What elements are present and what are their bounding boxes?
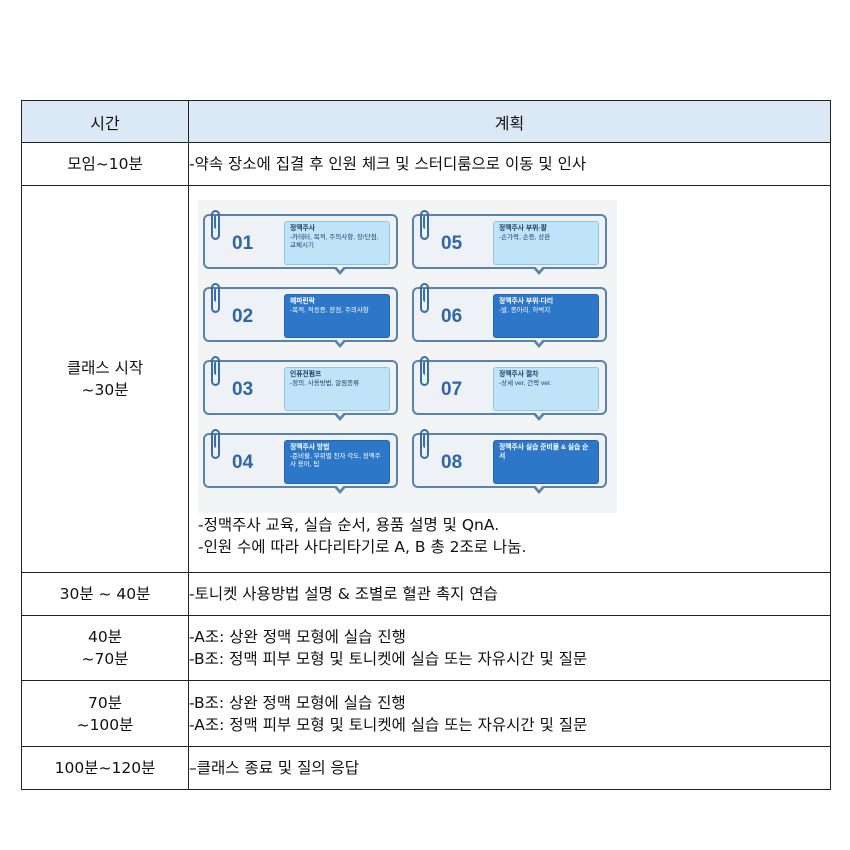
plan-text: -B조: 정맥 피부 모형 및 토니켓에 실습 또는 자유시간 및 질문	[189, 650, 588, 668]
step-content-box: 인퓨전펌프-정의, 사용방법, 알림종류	[284, 367, 390, 411]
plan-text: -인원 수에 따라 사다리타기로 A, B 총 2조로 나눔.	[198, 538, 527, 556]
speech-pointer	[333, 411, 347, 421]
time-text: ~70분	[81, 650, 129, 668]
speech-pointer	[333, 338, 347, 348]
paperclip-icon	[420, 429, 429, 459]
step-number: 06	[441, 306, 463, 327]
step-content-box: 정맥주사-카테터, 목적, 주의사항, 장/단점, 교체시기	[284, 221, 390, 265]
time-text: 40분	[88, 628, 122, 646]
plan-text: -A조: 정맥 피부 모형 및 토니켓에 실습 또는 자유시간 및 질문	[189, 715, 588, 734]
step-title: 정맥주사 방법	[290, 444, 330, 451]
course-step-card: 01 정맥주사-카테터, 목적, 주의사항, 장/단점, 교체시기	[203, 210, 398, 275]
step-number: 03	[232, 379, 254, 400]
paperclip-icon	[211, 210, 220, 240]
time-cell: 70분 ~100분	[21, 680, 189, 747]
step-title: 정맥주사 부위-다리	[499, 298, 554, 305]
speech-pointer	[333, 265, 347, 275]
step-content-box: 헤파린락-목적, 적응증, 장점, 주의사항	[284, 294, 390, 338]
step-description: -카테터, 목적, 주의사항, 장/단점, 교체시기	[290, 233, 379, 250]
paperclip-icon	[420, 210, 429, 240]
step-number: 07	[441, 379, 463, 400]
time-text: ~100분	[76, 715, 134, 734]
plan-cell: –클래스 종료 및 질의 응답	[188, 746, 831, 790]
plan-text: -A조: 상완 정맥 모형에 실습 진행	[189, 628, 406, 646]
table-row: 40분 ~70분 -A조: 상완 정맥 모형에 실습 진행 -B조: 정맥 피부…	[21, 615, 831, 681]
step-title: 정맥주사 절차	[499, 371, 539, 378]
time-text: 30분 ~ 40분	[59, 585, 151, 603]
class-plan-table: 시간 계획 모임~10분 -약속 장소에 집결 후 인원 체크 및 스터디룸으로…	[21, 100, 831, 790]
course-step-card: 03 인퓨전펌프-정의, 사용방법, 알림종류	[203, 356, 398, 421]
table-row: 클래스 시작 ~30분 01 정맥주사-카테터, 목적, 주의사항, 장/단점, …	[21, 185, 831, 573]
plan-cell: -A조: 상완 정맥 모형에 실습 진행 -B조: 정맥 피부 모형 및 토니켓…	[188, 615, 831, 681]
time-text: ~30분	[81, 381, 129, 399]
paperclip-icon	[420, 283, 429, 313]
course-step-card: 06 정맥주사 부위-다리-발, 종아리, 허벅지	[412, 283, 607, 348]
course-step-card: 04 정맥주사 방법-준비물, 부위별 천자 각도, 정맥주사 용어, 팁	[203, 429, 398, 494]
step-number: 04	[232, 452, 254, 473]
header-row: 시간 계획	[21, 100, 831, 143]
step-title: 정맥주사	[290, 225, 316, 232]
plan-cell: -B조: 상완 정맥 모형에 실습 진행 -A조: 정맥 피부 모형 및 토니켓…	[188, 680, 831, 747]
step-description: -준비물, 부위별 천자 각도, 정맥주사 용어, 팁	[290, 452, 381, 469]
time-text: 70분	[88, 693, 122, 712]
time-cell: 30분 ~ 40분	[21, 572, 189, 616]
step-content-box: 정맥주사 부위-팔-손가락, 손등, 상완	[493, 221, 599, 265]
header-time: 시간	[21, 100, 189, 143]
step-content-box: 정맥주사 절차-상세 ver, 간략 ver.	[493, 367, 599, 411]
step-description: -정의, 사용방법, 알림종류	[290, 379, 360, 387]
time-text: 100분~120분	[54, 759, 156, 777]
course-step-card: 05 정맥주사 부위-팔-손가락, 손등, 상완	[412, 210, 607, 275]
paperclip-icon	[211, 283, 220, 313]
plan-cell: -토니켓 사용방법 설명 & 조별로 혈관 촉지 연습	[188, 572, 831, 616]
step-title: 헤파린락	[290, 298, 316, 305]
table-row: 70분 ~100분 -B조: 상완 정맥 모형에 실습 진행 -A조: 정맥 피…	[21, 680, 831, 747]
step-description: -목적, 적응증, 장점, 주의사항	[290, 306, 369, 314]
course-step-card: 02 헤파린락-목적, 적응증, 장점, 주의사항	[203, 283, 398, 348]
time-cell: 100분~120분	[21, 746, 189, 790]
iv-course-infographic: 01 정맥주사-카테터, 목적, 주의사항, 장/단점, 교체시기 02 헤파린락-목…	[198, 200, 617, 513]
step-content-box: 정맥주사 부위-다리-발, 종아리, 허벅지	[493, 294, 599, 338]
speech-pointer	[532, 265, 546, 275]
speech-pointer	[532, 411, 546, 421]
time-cell: 모임~10분	[21, 142, 189, 186]
course-step-card: 08 정맥주사 실습 준비물 & 실습 순서	[412, 429, 607, 494]
time-text: 클래스 시작	[66, 359, 144, 377]
step-description: -손가락, 손등, 상완	[499, 233, 551, 241]
step-number: 01	[232, 233, 254, 254]
course-step-card: 07 정맥주사 절차-상세 ver, 간략 ver.	[412, 356, 607, 421]
table-row: 30분 ~ 40분 -토니켓 사용방법 설명 & 조별로 혈관 촉지 연습	[21, 572, 831, 616]
step-title: 정맥주사 부위-팔	[499, 225, 547, 232]
speech-pointer	[532, 484, 546, 494]
speech-pointer	[333, 484, 347, 494]
step-number: 05	[441, 233, 463, 254]
time-text: 모임~10분	[67, 155, 143, 173]
time-cell: 40분 ~70분	[21, 615, 189, 681]
plan-cell: 01 정맥주사-카테터, 목적, 주의사항, 장/단점, 교체시기 02 헤파린락-목…	[188, 185, 831, 573]
step-content-box: 정맥주사 방법-준비물, 부위별 천자 각도, 정맥주사 용어, 팁	[284, 440, 390, 484]
table-row: 모임~10분 -약속 장소에 집결 후 인원 체크 및 스터디룸으로 이동 및 …	[21, 142, 831, 186]
step-title: 정맥주사 실습 준비물 & 실습 순서	[499, 444, 589, 460]
paperclip-icon	[211, 356, 220, 386]
plan-text: -B조: 상완 정맥 모형에 실습 진행	[189, 693, 406, 712]
step-content-box: 정맥주사 실습 준비물 & 실습 순서	[493, 440, 599, 484]
speech-pointer	[532, 338, 546, 348]
time-cell: 클래스 시작 ~30분	[21, 185, 189, 573]
paperclip-icon	[420, 356, 429, 386]
header-plan: 계획	[188, 100, 831, 143]
step-number: 08	[441, 452, 463, 473]
plan-text: –클래스 종료 및 질의 응답	[189, 759, 360, 777]
paperclip-icon	[211, 429, 220, 459]
step-description: -상세 ver, 간략 ver.	[499, 379, 552, 387]
plan-text: -토니켓 사용방법 설명 & 조별로 혈관 촉지 연습	[189, 585, 498, 603]
step-description: -발, 종아리, 허벅지	[499, 306, 551, 314]
table-row: 100분~120분 –클래스 종료 및 질의 응답	[21, 746, 831, 790]
plan-text: -정맥주사 교육, 실습 순서, 용품 설명 및 QnA.	[198, 516, 500, 534]
step-title: 인퓨전펌프	[290, 371, 322, 378]
plan-text: -약속 장소에 집결 후 인원 체크 및 스터디룸으로 이동 및 인사	[189, 155, 587, 173]
plan-cell: -약속 장소에 집결 후 인원 체크 및 스터디룸으로 이동 및 인사	[188, 142, 831, 186]
step-number: 02	[232, 306, 254, 327]
